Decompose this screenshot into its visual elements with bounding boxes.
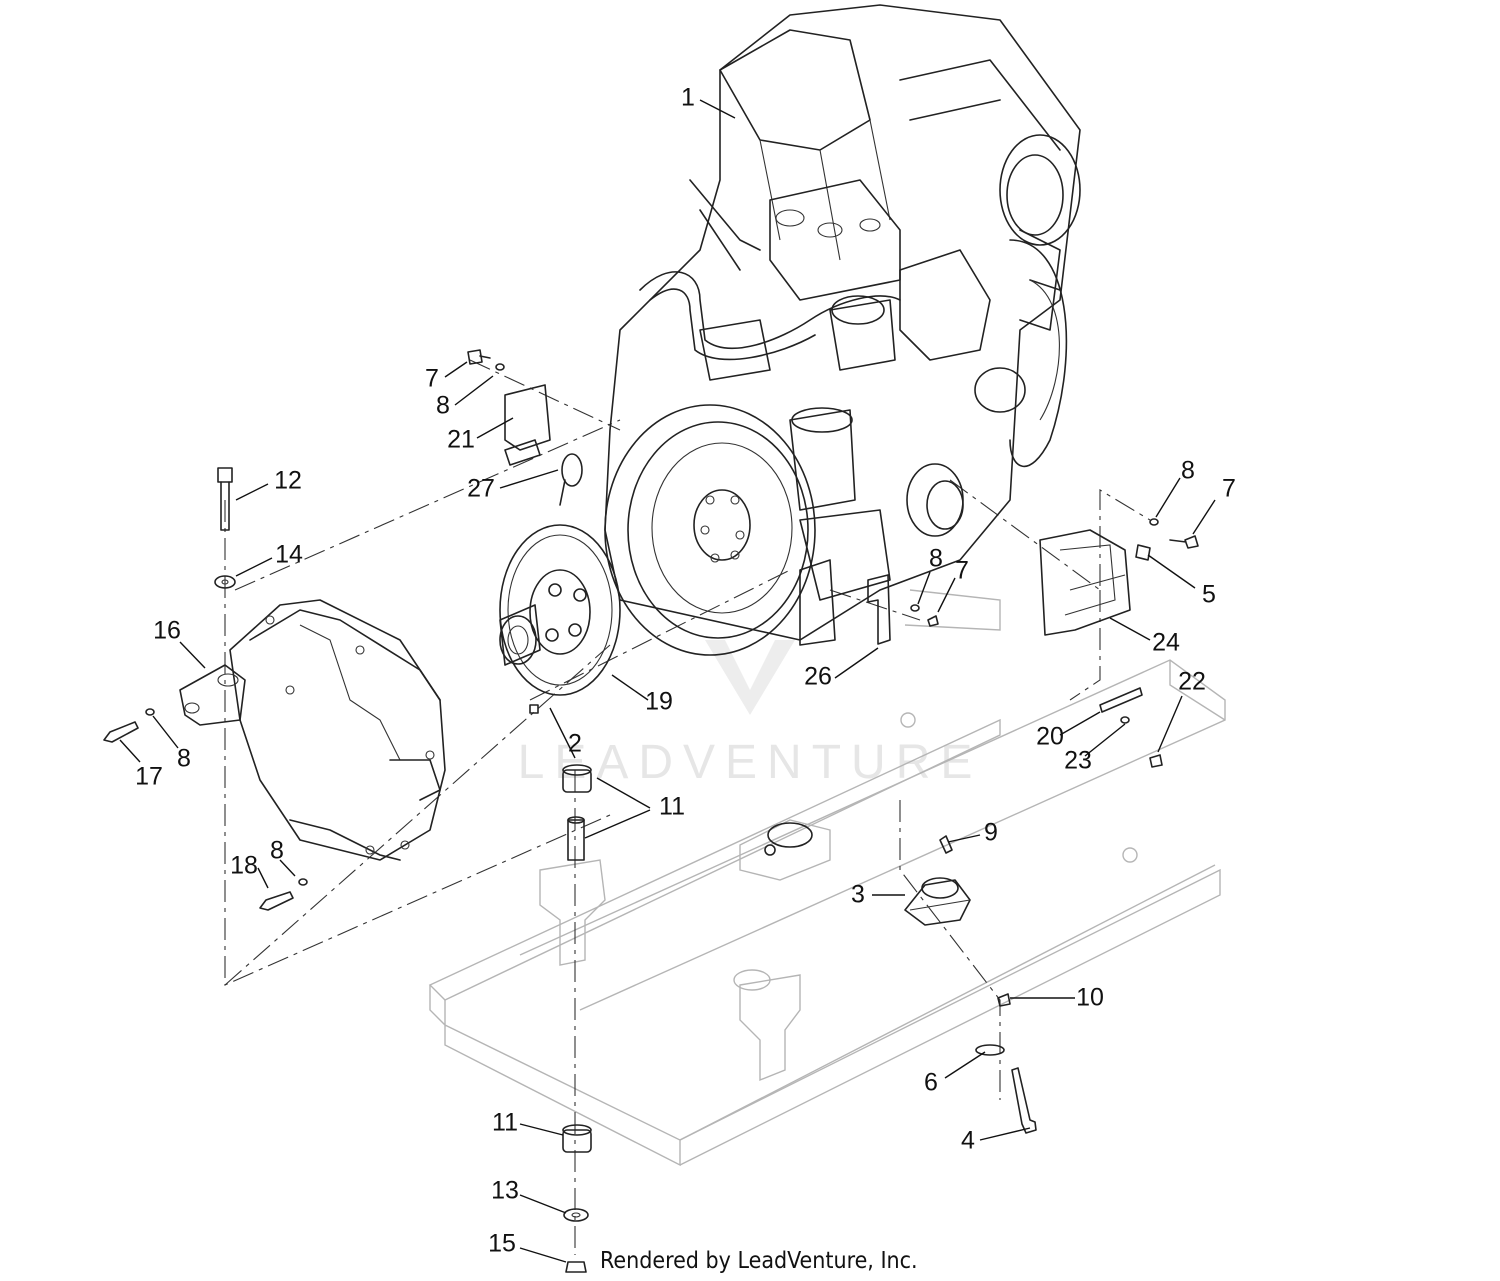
callouts: 1 7 8 21 27 12 14 16 17 8 19 2 11 18 8 2… [135,84,1236,1258]
engine-flywheel [604,404,816,656]
engine [604,4,1081,646]
callout-1: 1 [681,84,695,112]
part-20-strap [1099,687,1143,713]
part-3-engine-mount [904,877,971,926]
fasteners [103,349,1199,1134]
callout-8: 8 [1181,457,1195,485]
part-19-drive-plate [499,524,621,696]
part-11-isolator-lower [562,1124,592,1153]
callout-8: 8 [177,745,191,773]
assembly-lines [224,359,1151,1255]
callout-10: 10 [1076,984,1104,1012]
callout-27: 27 [467,475,495,503]
callout-15: 15 [488,1230,516,1258]
part-24-bracket [1039,529,1131,636]
callout-17: 17 [135,763,163,791]
callout-23: 23 [1064,747,1092,775]
part-26-bracket [867,574,891,645]
callout-6: 6 [924,1069,938,1097]
callout-7: 7 [955,557,969,585]
callout-7: 7 [1222,475,1236,503]
callout-24: 24 [1152,629,1180,657]
part-14-washer [214,575,236,589]
callout-22: 22 [1178,668,1206,696]
callout-7: 7 [425,365,439,393]
mower-frame [428,589,1226,1167]
callout-3: 3 [851,881,865,909]
callout-11: 11 [492,1109,518,1137]
watermark: LEADVENTURE [518,640,983,789]
callout-8: 8 [436,392,450,420]
part-16-bell-housing [179,599,446,861]
callout-5: 5 [1202,581,1216,609]
callout-20: 20 [1036,723,1064,751]
part-13-washer [563,1208,589,1222]
callout-16: 16 [153,617,181,645]
callout-9: 9 [984,819,998,847]
callout-12: 12 [274,467,302,495]
part-21-bracket [504,384,551,466]
callout-11: 11 [659,793,685,821]
callout-26: 26 [804,663,832,691]
credit-text: Rendered by LeadVenture, Inc. [600,1248,918,1274]
callout-14: 14 [275,541,303,569]
part-27-clip [559,453,583,506]
watermark-logo-icon [705,640,795,715]
callout-4: 4 [961,1127,975,1155]
part-15-nut [565,1261,587,1273]
callout-19: 19 [645,688,673,716]
leader-lines [119,99,1216,1263]
callout-8: 8 [270,837,284,865]
callout-8: 8 [929,545,943,573]
callout-2: 2 [568,730,582,758]
callout-21: 21 [447,426,475,454]
callout-13: 13 [491,1177,519,1205]
callout-18: 18 [230,852,258,880]
part-12-bolt [217,467,233,531]
watermark-text: LEADVENTURE [518,736,983,789]
part-11-isolator-upper [562,764,592,861]
